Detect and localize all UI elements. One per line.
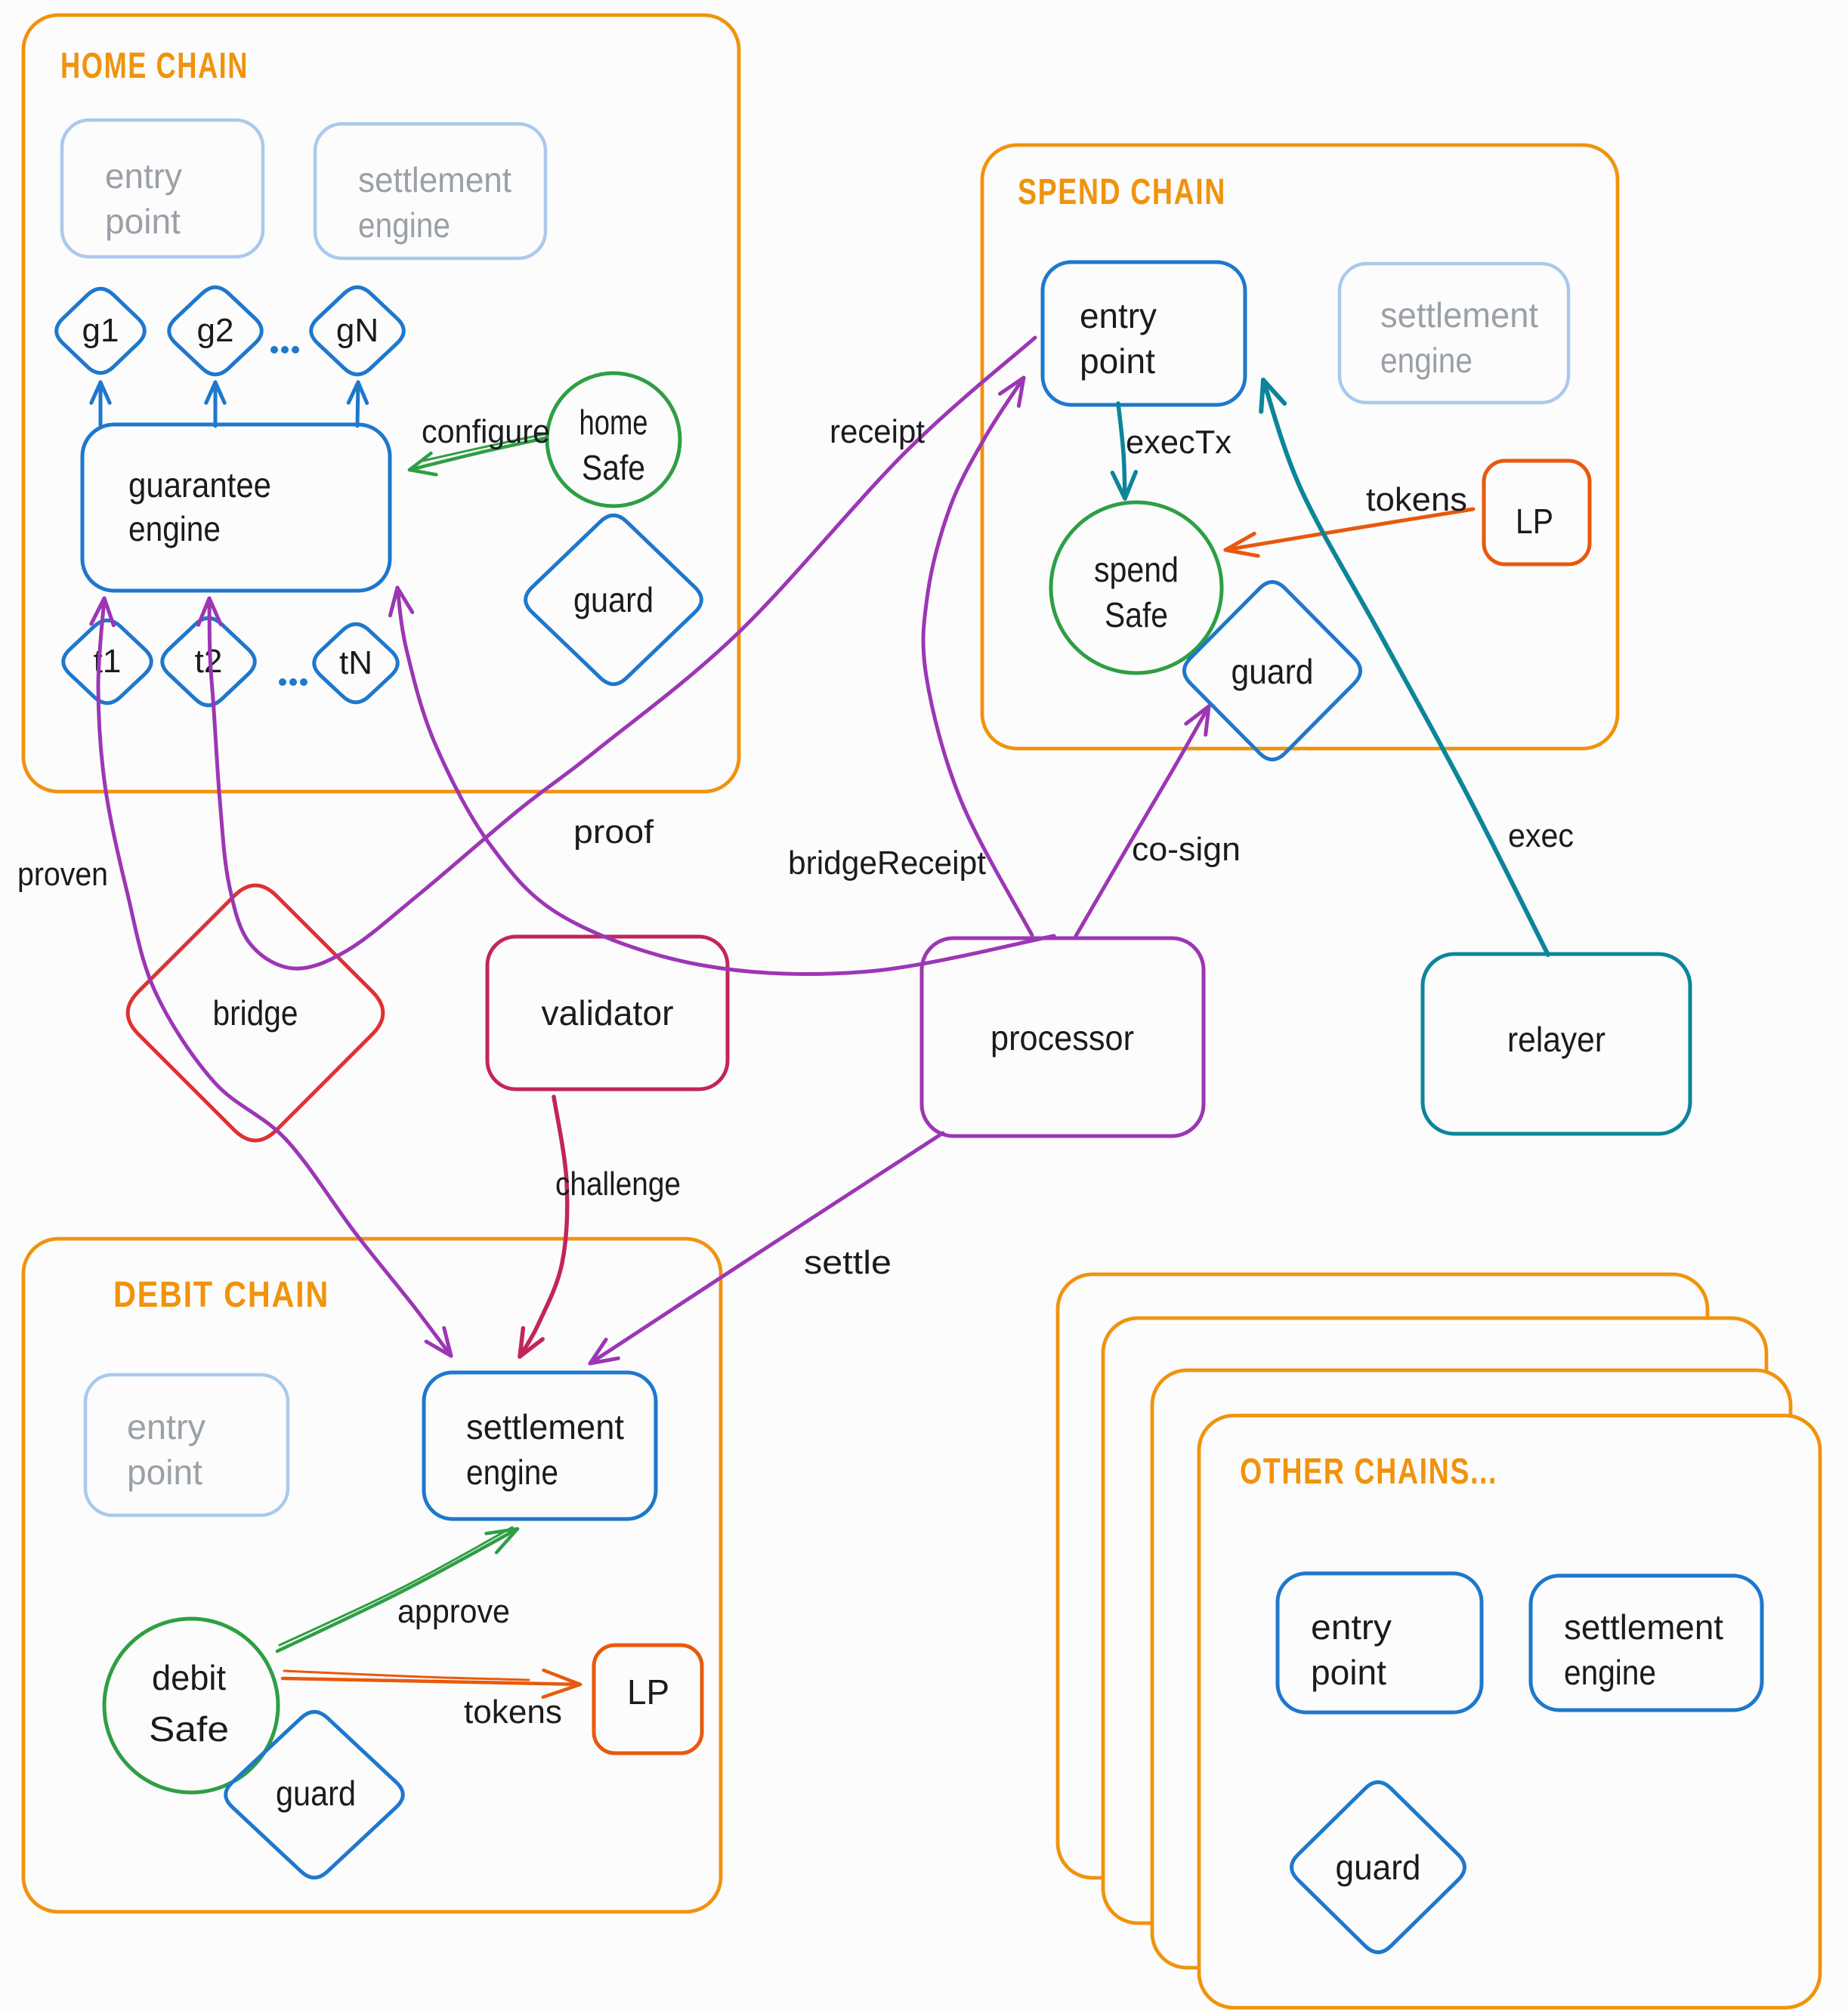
svg-text:debit: debit [152,1658,226,1697]
svg-text:Safe: Safe [582,448,645,487]
svg-text:guard: guard [1336,1848,1421,1887]
svg-text:exec: exec [1508,817,1574,854]
svg-text:guard: guard [573,580,654,619]
svg-text:OTHER CHAINS...: OTHER CHAINS... [1240,1452,1497,1492]
svg-text:gN: gN [336,312,379,349]
svg-text:tokens: tokens [464,1694,562,1731]
svg-text:validator: validator [542,993,674,1033]
svg-text:DEBIT CHAIN: DEBIT CHAIN [113,1275,329,1315]
svg-text:settlement: settlement [466,1407,624,1447]
svg-text:entry: entry [105,156,182,196]
svg-text:proof: proof [573,814,654,851]
svg-text:co-sign: co-sign [1132,831,1241,868]
svg-text:engine: engine [466,1453,558,1492]
svg-text:Safe: Safe [149,1709,229,1749]
svg-text:g1: g1 [82,312,119,349]
svg-text:LP: LP [627,1672,669,1712]
svg-text:bridge: bridge [213,993,298,1033]
svg-text:guarantee: guarantee [128,465,271,505]
svg-text:g2: g2 [197,312,234,349]
svg-text:engine: engine [1564,1653,1656,1692]
svg-text:tN: tN [339,644,372,681]
svg-text:point: point [1080,341,1155,381]
svg-text:receipt: receipt [830,413,925,450]
svg-text:engine: engine [128,509,221,548]
svg-text:relayer: relayer [1507,1020,1605,1059]
svg-text:point: point [127,1453,202,1492]
svg-text:execTx: execTx [1126,424,1231,461]
svg-text:Safe: Safe [1105,595,1168,634]
svg-text:approve: approve [397,1593,510,1630]
svg-text:configure: configure [422,413,550,450]
svg-text:settlement: settlement [358,160,511,199]
svg-text:challenge: challenge [555,1166,681,1203]
svg-text:proven: proven [17,856,108,893]
svg-text:spend: spend [1094,550,1179,589]
svg-text:processor: processor [990,1018,1134,1057]
svg-text:HOME CHAIN: HOME CHAIN [60,46,249,86]
svg-text:point: point [1311,1653,1386,1692]
svg-text:home: home [579,403,648,442]
svg-text:guard: guard [1231,652,1314,691]
svg-text:settlement: settlement [1380,295,1538,335]
svg-text:bridgeReceipt: bridgeReceipt [788,844,986,881]
svg-text:engine: engine [1380,341,1473,380]
svg-text:tokens: tokens [1366,481,1467,518]
svg-text:settlement: settlement [1564,1607,1723,1647]
svg-text:entry: entry [1080,296,1157,335]
svg-text:guard: guard [276,1774,356,1813]
svg-text:engine: engine [358,205,450,245]
svg-text:entry: entry [127,1407,206,1447]
svg-text:settle: settle [804,1244,892,1281]
svg-text:LP: LP [1516,502,1553,541]
svg-text:SPEND CHAIN: SPEND CHAIN [1018,172,1226,212]
svg-text:point: point [105,202,181,241]
svg-text:entry: entry [1311,1607,1392,1647]
